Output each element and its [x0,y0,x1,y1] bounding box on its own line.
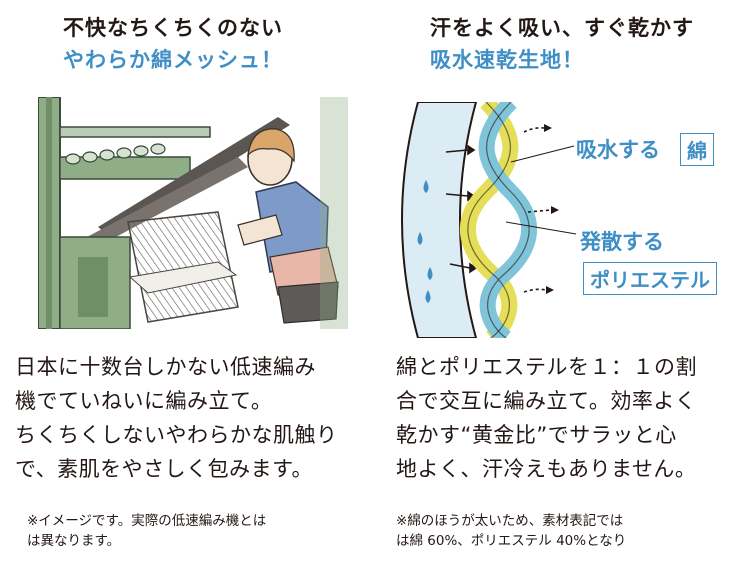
right-body-text: 綿とポリエステルを１：１の割 合で交互に編み立て。効率よく 乾かす“黄金比”でサ… [396,350,697,486]
absorb-label: 吸水する [576,138,660,162]
left-headline-line2: やわらか綿メッシュ！ [63,48,283,72]
left-note: ※イメージです。実際の低速編み機とは は異なります。 [27,511,266,551]
right-note-line: ※綿のほうが太いため、素材表記では [396,513,624,529]
polyester-box: ポリエステル [583,262,717,295]
right-body-line: 乾かす“黄金比”でサラッと心 [396,423,677,447]
right-body-line: 地よく、汗冷えもありません。 [396,457,697,481]
right-note-line: は綿 60%、ポリエステル 40%となり [396,533,627,549]
left-body-text: 日本に十数台しかない低速編み 機でていねいに編み立て。 ちくちくしないやわらかな… [15,350,338,486]
knitting-machine-illustration [37,96,348,330]
right-headline-line2: 吸水速乾生地！ [430,48,584,72]
left-body-line: 機でていねいに編み立て。 [15,389,273,413]
cotton-box: 綿 [680,133,714,166]
right-headline-line1: 汗をよく吸い、すぐ乾かす [430,16,694,40]
right-note: ※綿のほうが太いため、素材表記では は綿 60%、ポリエステル 40%となり [396,511,626,551]
left-note-line: ※イメージです。実際の低速編み機とは [27,513,267,529]
left-body-line: 日本に十数台しかない低速編み [15,355,316,379]
left-body-line: で、素肌をやさしく包みます。 [15,457,314,481]
right-body-line: 綿とポリエステルを１：１の割 [396,355,697,379]
left-headline-line1: 不快なちくちくのない [63,16,283,40]
left-note-line: は異なります。 [27,533,121,549]
left-body-line: ちくちくしないやわらかな肌触り [15,423,338,447]
fiber-structure-diagram [396,96,736,345]
right-body-line: 合で交互に編み立て。効率よく [396,389,697,413]
diffuse-label: 発散する [580,230,664,254]
